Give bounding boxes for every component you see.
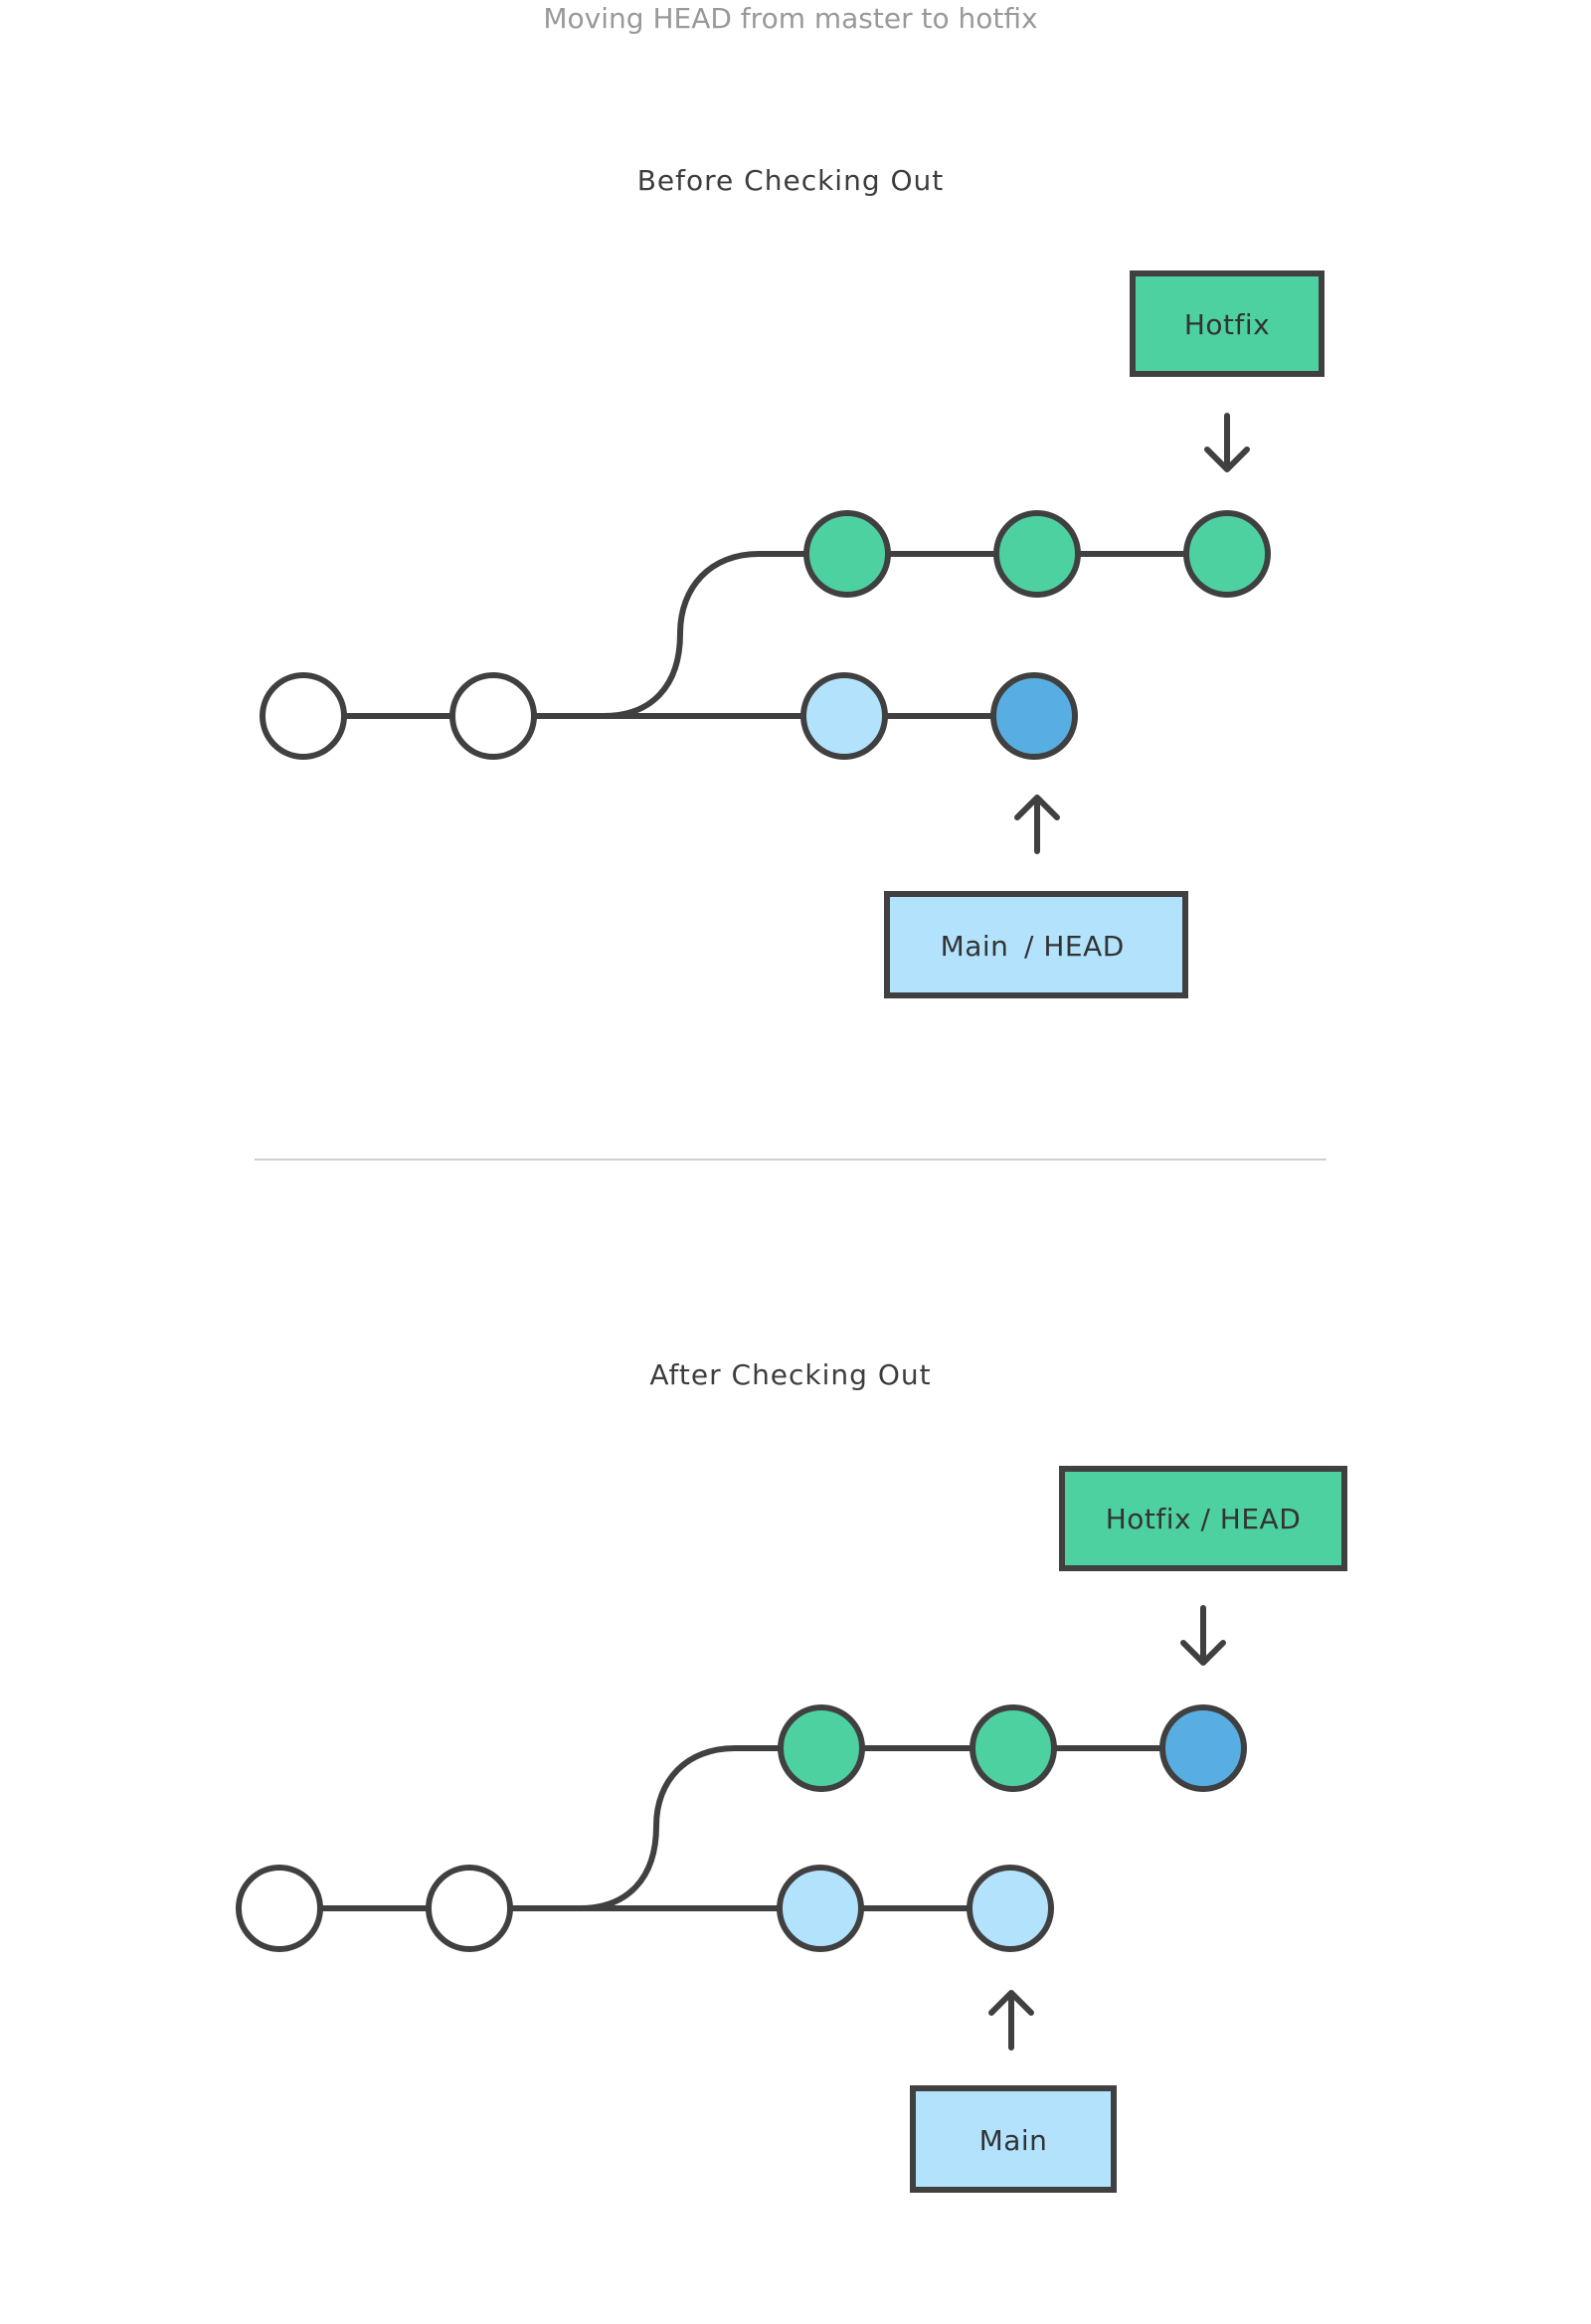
main-commit-node xyxy=(967,1865,1054,1952)
before-title: Before Checking Out xyxy=(637,164,945,197)
commit-node xyxy=(260,672,347,760)
main-branch-box xyxy=(910,2085,1117,2193)
hotfix-branch-box xyxy=(1130,270,1325,377)
hotfix-head-label: Hotfix / HEAD xyxy=(1106,1503,1302,1535)
main-commit-node xyxy=(800,672,888,760)
after-section: After Checking Out Hotfix / HEAD Main xyxy=(236,1358,1347,2193)
after-title: After Checking Out xyxy=(649,1358,931,1391)
main-branch-label: Main xyxy=(979,2124,1048,2157)
arrow-up-icon xyxy=(988,1990,1034,2051)
head-commit-node xyxy=(1159,1704,1247,1792)
head-commit-node xyxy=(990,672,1078,760)
main-branch-label: Main xyxy=(941,930,1009,963)
head-label: / HEAD xyxy=(1024,930,1125,963)
hotfix-commit-node xyxy=(970,1704,1057,1792)
hotfix-commit-node xyxy=(1183,510,1271,598)
hotfix-commit-node xyxy=(803,510,891,598)
caption: Moving HEAD from master to hotfix xyxy=(543,2,1037,35)
arrow-down-icon xyxy=(1204,413,1250,472)
arrow-down-icon xyxy=(1180,1605,1226,1666)
hotfix-commit-node xyxy=(993,510,1081,598)
hotfix-branch-label: Hotfix xyxy=(1184,308,1270,341)
hotfix-branch-line xyxy=(557,551,1227,719)
commit-node xyxy=(236,1865,323,1952)
commit-node xyxy=(449,672,537,760)
main-branch-box xyxy=(884,891,1188,998)
hotfix-commit-node xyxy=(778,1704,865,1792)
before-section: Before Checking Out Hotfix Main / HEAD xyxy=(260,164,1325,998)
main-commit-node xyxy=(777,1865,864,1952)
hotfix-head-branch-box xyxy=(1059,1466,1347,1571)
hotfix-branch-line xyxy=(533,1745,1203,1911)
commit-node xyxy=(426,1865,513,1952)
arrow-up-icon xyxy=(1014,795,1060,854)
